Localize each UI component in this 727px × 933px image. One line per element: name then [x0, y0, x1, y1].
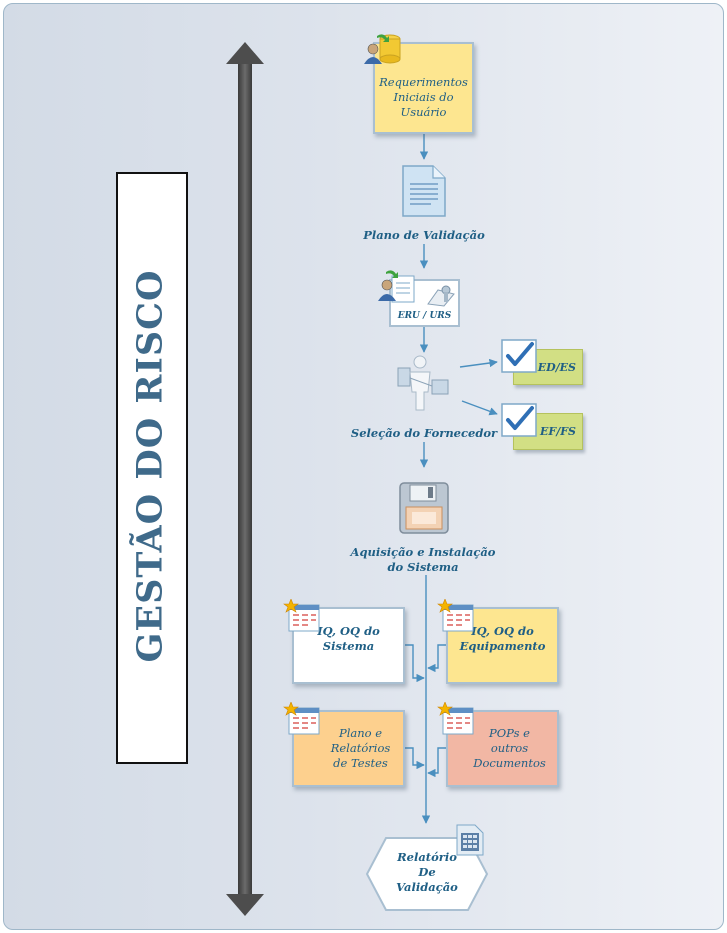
iq-oq-equipamento-label: IQ, OQ do Equipamento — [459, 623, 546, 653]
iq-oq-sistema-label: IQ, OQ do Sistema — [317, 623, 380, 653]
requerimentos-box: Requerimentos Iniciais do Usuário — [373, 42, 474, 134]
title-box — [116, 172, 188, 764]
ed-es-label: ED/ES — [537, 360, 576, 374]
aquisicao-label-line1: Aquisição e Instalação — [350, 545, 496, 559]
eru-urs-label: ERU / URS — [397, 311, 452, 321]
network-tools-icon — [427, 285, 455, 307]
spreadsheet-star-icon — [437, 599, 474, 632]
connector-iq-equipamento — [427, 644, 446, 673]
spreadsheet-star-icon — [437, 702, 474, 735]
floppy-disk-icon — [399, 482, 449, 534]
calculator-document-icon — [456, 824, 484, 856]
connector-selecao-effs — [461, 400, 498, 416]
person-network-icon — [397, 355, 449, 411]
checkmark-document-icon — [501, 403, 537, 437]
user-document-icon — [378, 270, 415, 303]
ef-fs-label: EF/FS — [540, 425, 576, 438]
connector-plano-testes — [405, 747, 425, 770]
ed-es-tab: ED/ES — [513, 349, 583, 385]
checkmark-document-icon — [501, 339, 537, 373]
connector-selecao-edes — [459, 358, 498, 368]
pops-label: POPs e outros Documentos — [473, 726, 546, 770]
user-database-icon — [364, 34, 401, 64]
document-icon — [402, 165, 446, 217]
plano-relatorios-label: Plano e Relatórios de Testes — [330, 726, 391, 770]
plano-validacao-label: Plano de Validação — [363, 228, 485, 242]
scale-double-arrow — [226, 42, 264, 916]
spreadsheet-star-icon — [283, 702, 320, 735]
spreadsheet-star-icon — [283, 599, 320, 632]
connector-pops — [427, 747, 446, 778]
requerimentos-label: Requerimentos Iniciais do Usuário — [379, 74, 468, 119]
selecao-fornecedor-label: Seleção do Fornecedor — [350, 426, 498, 440]
connector-iq-sistema — [405, 644, 425, 683]
relatorio-label: Relatório De Validação — [396, 850, 458, 894]
aquisicao-label-line2: do Sistema — [387, 560, 459, 574]
